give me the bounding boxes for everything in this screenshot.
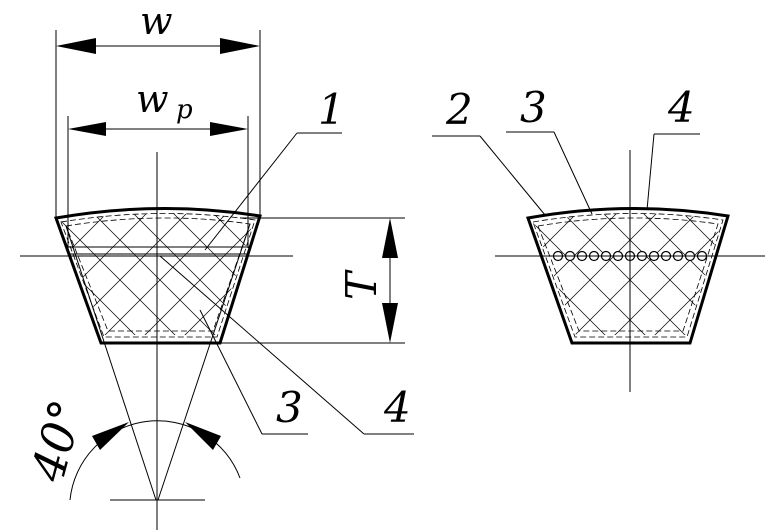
- callout-3-left: 3: [276, 383, 303, 432]
- callout-3-right: 3: [520, 83, 547, 132]
- dimension-w: [55, 30, 261, 218]
- left-belt-section: [20, 152, 293, 392]
- right-leaders: [432, 131, 700, 216]
- left-belt-hatching: [62, 213, 254, 335]
- callout-4-right: 4: [667, 83, 695, 132]
- callout-1: 1: [318, 85, 345, 134]
- callout-2: 2: [445, 85, 473, 134]
- dimension-wp: [67, 116, 249, 248]
- left-leaders: [159, 132, 414, 435]
- callout-4-left: 4: [383, 383, 411, 432]
- right-belt-section: [495, 150, 765, 392]
- right-belt-fabric-inner: [537, 217, 719, 332]
- left-belt-fabric-outer: [60, 213, 256, 338]
- label-wp-subscript: p: [176, 95, 193, 125]
- label-wp: w: [136, 77, 169, 121]
- label-t: T: [337, 269, 386, 300]
- right-belt-fabric-outer: [532, 213, 724, 338]
- right-belt-outline: [525, 206, 730, 345]
- left-belt-outline: [53, 206, 262, 345]
- label-angle: 40°: [20, 394, 94, 488]
- left-belt-fabric-inner: [65, 217, 251, 332]
- angle-construction: [65, 223, 251, 530]
- label-w: w: [140, 0, 173, 43]
- dimension-t: [220, 217, 405, 344]
